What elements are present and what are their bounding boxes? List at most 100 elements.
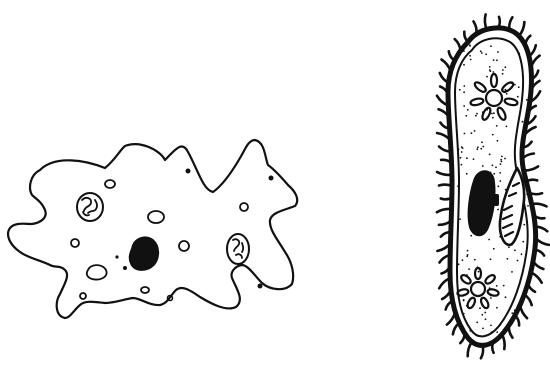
stipple-dot	[508, 246, 510, 248]
stipple-dot	[473, 158, 475, 160]
stipple-dot	[526, 99, 528, 101]
stipple-dot	[470, 235, 472, 237]
stipple-dot	[476, 322, 478, 324]
stipple-dot	[492, 164, 494, 166]
stipple-dot	[479, 307, 481, 309]
stipple-dot	[481, 314, 483, 316]
stipple-dot	[500, 324, 502, 326]
stipple-dot	[518, 86, 520, 88]
stipple-dot	[467, 250, 469, 252]
stipple-dot	[489, 66, 491, 68]
stipple-dot	[481, 141, 483, 143]
stipple-dot	[499, 180, 501, 182]
stipple-dot	[464, 133, 466, 135]
amoeba	[8, 140, 297, 318]
stipple-dot	[490, 297, 492, 299]
stipple-dot	[469, 330, 471, 332]
stipple-dot	[490, 258, 492, 260]
stipple-dot	[496, 331, 498, 333]
stipple-dot	[496, 285, 498, 287]
food-vacuole-right	[227, 234, 249, 264]
stipple-dot	[459, 218, 461, 220]
stipple-dot	[502, 69, 504, 71]
stipple-dot	[511, 312, 513, 314]
stipple-dot	[466, 157, 468, 159]
stipple-dot	[482, 165, 484, 167]
stipple-dot	[497, 51, 499, 53]
stipple-dot	[466, 173, 468, 175]
stipple-dot	[459, 89, 461, 91]
stipple-dot	[493, 112, 495, 114]
stipple-dot	[504, 66, 506, 68]
stipple-dot	[477, 146, 479, 148]
stipple-dot	[522, 75, 524, 77]
stipple-dot	[485, 53, 487, 55]
stipple-dot	[515, 164, 517, 166]
stipple-dot	[486, 76, 488, 78]
stipple-dot	[521, 165, 523, 167]
stipple-dot	[478, 271, 480, 273]
food-vacuole-left	[77, 193, 103, 221]
stipple-dot	[480, 148, 482, 150]
stipple-dot	[493, 59, 495, 61]
stipple-dot	[481, 52, 483, 54]
stipple-dot	[522, 241, 524, 243]
stipple-dot	[471, 132, 473, 134]
stipple-dot	[474, 259, 476, 261]
stipple-dot	[485, 318, 487, 320]
stipple-dot	[475, 115, 477, 117]
amoeba-nucleus	[129, 237, 158, 270]
stipple-dot	[497, 209, 499, 211]
stipple-dot	[493, 248, 495, 250]
stipple-dot	[463, 313, 465, 315]
amoeba-cell-membrane	[8, 140, 297, 318]
stipple-dot	[458, 148, 460, 150]
stipple-dot	[461, 164, 463, 166]
stipple-dot	[497, 185, 499, 187]
stipple-dot	[499, 172, 501, 174]
stipple-dot	[517, 96, 519, 98]
stipple-dot	[490, 325, 492, 327]
stipple-dot	[514, 249, 516, 251]
stipple-dot	[506, 93, 508, 95]
stipple-dot	[514, 309, 516, 311]
stipple-dot	[465, 115, 467, 117]
stipple-dot	[496, 59, 498, 61]
micronucleus	[492, 194, 499, 206]
stipple-dot	[470, 59, 472, 61]
stipple-dot	[489, 154, 491, 156]
stipple-dot	[457, 185, 459, 187]
stipple-dot	[463, 91, 465, 93]
stipple-dot	[458, 263, 460, 265]
stipple-dot	[522, 121, 524, 123]
stipple-dot	[491, 331, 493, 333]
stipple-dot	[463, 85, 465, 87]
stipple-dot	[493, 71, 495, 73]
stipple-dot	[501, 161, 503, 163]
stipple-dot	[463, 300, 465, 302]
stipple-dot	[463, 64, 465, 66]
stipple-dot	[495, 166, 497, 168]
stipple-dot	[491, 113, 493, 115]
stipple-dot	[469, 55, 471, 57]
stipple-dot	[500, 163, 502, 165]
stipple-dot	[526, 221, 528, 223]
stipple-dot	[482, 328, 484, 330]
stipple-dot	[518, 53, 520, 55]
paramecium	[437, 14, 549, 358]
stipple-dot	[476, 113, 478, 115]
stipple-dot	[527, 205, 529, 207]
stipple-dot	[480, 50, 482, 52]
stipple-dot	[503, 285, 505, 287]
stipple-dot	[492, 134, 494, 136]
stipple-dot	[490, 45, 492, 47]
stipple-dot	[489, 69, 491, 71]
stipple-dot	[464, 331, 466, 333]
stipple-dot	[500, 159, 502, 161]
stipple-dot	[461, 151, 463, 153]
stipple-dot	[482, 146, 484, 148]
stipple-dot	[462, 259, 464, 261]
stipple-dot	[493, 173, 495, 175]
